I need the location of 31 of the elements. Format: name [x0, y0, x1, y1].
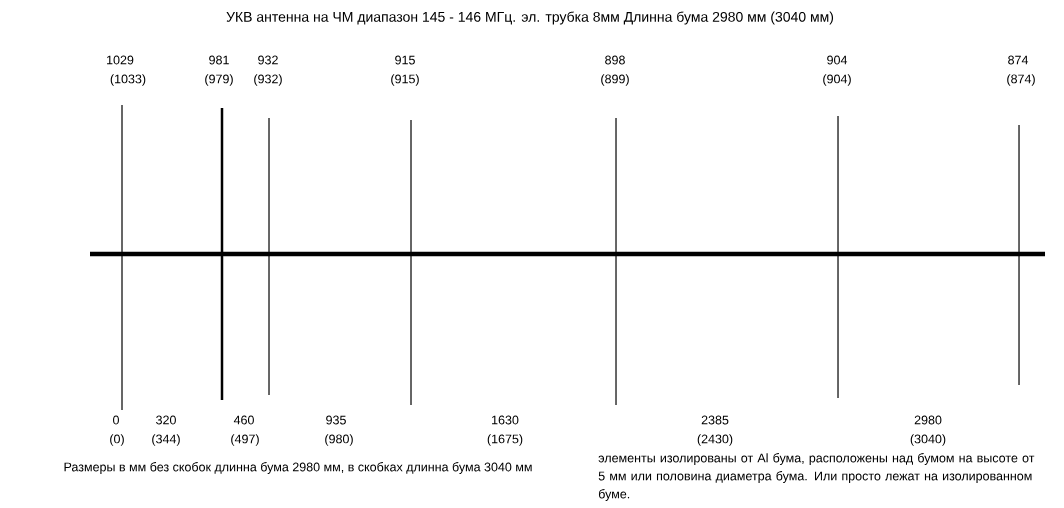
note-text: Размеры в мм без скобок длинна бума 2980 мм, в скобках длинна бума 3040 мм	[64, 462, 532, 474]
position-label: 320	[156, 415, 176, 425]
position-label: 460	[233, 415, 254, 425]
note-text: элементы изолированы от Al бума, расположены над бумом на высоте от 5 мм или половина диаметра бума. Или просто лежат на изолированном буме.	[598, 453, 1035, 501]
element-length-label: 874	[1008, 55, 1029, 65]
element-length-label: (979)	[205, 74, 233, 86]
element-length-label: (874)	[1007, 74, 1035, 86]
title: УКВ антенна на ЧМ диапазон 145 - 146 МГц. эл. трубка 8мм Длинна бума 2980 мм (3040 мм)	[226, 11, 834, 25]
position-label: 935	[326, 415, 346, 425]
element-length-label: (932)	[254, 74, 282, 86]
position-label: 1630	[492, 415, 519, 425]
position-label: (497)	[231, 434, 259, 446]
position-label: (0)	[110, 434, 124, 446]
position-label: 0	[113, 415, 119, 425]
position-label: (3040)	[910, 434, 946, 446]
position-label: (1675)	[487, 434, 523, 446]
element-length-label: (899)	[601, 74, 629, 86]
position-label: 2980	[914, 415, 942, 425]
element-length-label: 898	[605, 55, 625, 65]
position-label: (2430)	[697, 434, 733, 446]
element-length-label: (904)	[823, 74, 851, 86]
element-length-label: 1029	[107, 55, 134, 65]
element-length-label: 932	[258, 55, 278, 65]
element-length-label: (915)	[391, 74, 419, 86]
element-length-label: (1033)	[110, 74, 146, 86]
position-label: (980)	[325, 434, 353, 446]
element-length-label: 904	[827, 55, 848, 65]
position-label: (344)	[152, 434, 180, 446]
position-label: 2385	[701, 415, 729, 425]
element-length-label: 915	[395, 55, 415, 65]
element-length-label: 981	[209, 55, 229, 65]
